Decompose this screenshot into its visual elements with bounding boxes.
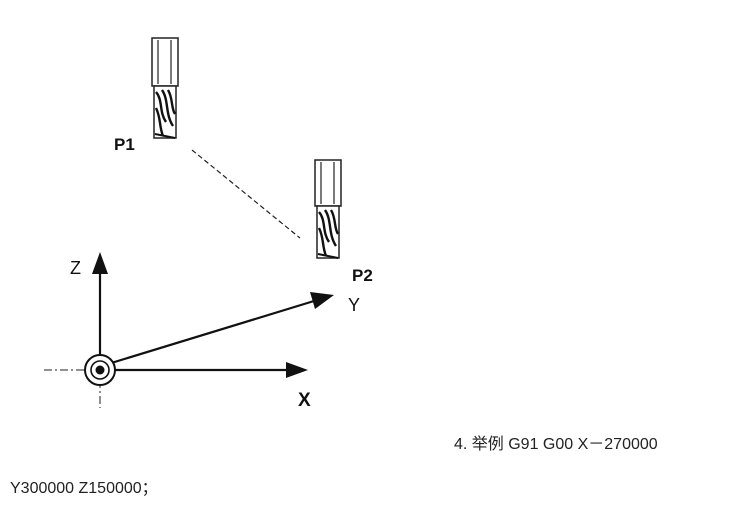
rapid-move-path [191,149,301,239]
axis-label-x: X [298,390,311,411]
axis-label-y: Y [348,295,361,315]
gcode-example-line-1: 4. 举例 G91 G00 X－270000 [454,436,658,453]
axis-label-z: Z [70,258,81,278]
end-mill-tool-p1 [151,37,179,139]
gcode-example-line-2: Y300000 Z150000； [10,480,158,497]
end-mill-tool-p2 [314,159,342,259]
coordinate-diagram [44,37,342,408]
point-label-p1: P1 [114,135,135,154]
origin-symbol [84,354,116,386]
x-axis-arrow [108,362,308,378]
point-label-p2: P2 [352,266,373,285]
y-axis-arrow [107,292,334,366]
diagram-panel: P1 P2 Z Y X [8,8,440,444]
z-axis-arrow [92,252,108,364]
